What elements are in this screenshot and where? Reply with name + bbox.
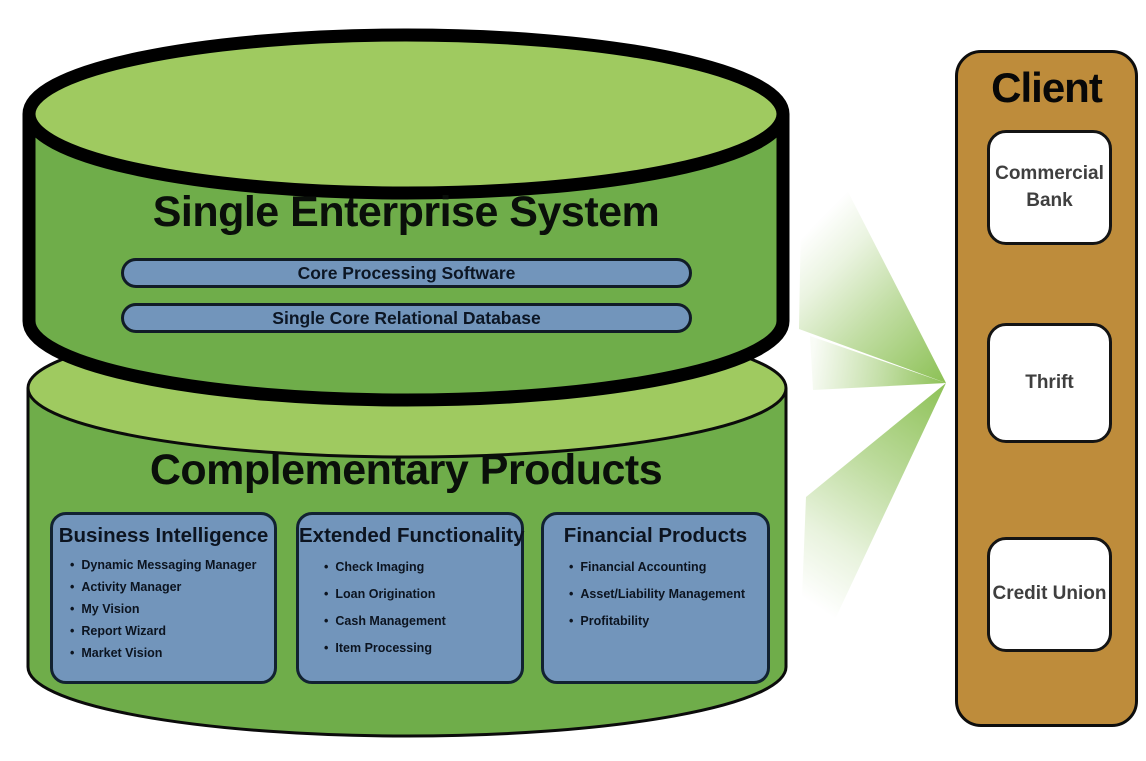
list-item: Profitability [569,614,767,628]
list-item: Financial Accounting [569,560,767,574]
list-item: My Vision [70,602,274,616]
list-item: Item Processing [324,641,521,655]
product-box-title: Financial Products [563,524,748,547]
arrow-blade-bottom [798,383,946,698]
list-item: Dynamic Messaging Manager [70,558,274,572]
product-box-title: Business Intelligence [58,524,269,547]
list-item: Activity Manager [70,580,274,594]
arrow-blade-middle [810,336,946,390]
client-panel: Client Commercial Bank Thrift Credit Uni… [955,50,1138,727]
product-box-list: Financial Accounting Asset/Liability Man… [544,560,767,628]
client-box-label: Thrift [1025,371,1074,393]
product-box-financial-products: Financial Products Financial Accounting … [541,512,770,684]
pill-label: Core Processing Software [297,262,516,283]
list-item: Check Imaging [324,560,521,574]
client-box-thrift: Thrift [987,323,1112,443]
list-item: Cash Management [324,614,521,628]
product-box-title: Extended Functionality [299,524,525,547]
single-core-relational-database-pill: Single Core Relational Database [121,303,692,333]
core-processing-software-pill: Core Processing Software [121,258,692,288]
client-box-credit-union: Credit Union [987,537,1112,652]
product-box-list: Dynamic Messaging Manager Activity Manag… [53,558,274,660]
list-item: Asset/Liability Management [569,587,767,601]
list-item: Market Vision [70,646,274,660]
client-box-label: Credit Union [992,583,1107,605]
pill-label: Single Core Relational Database [272,307,541,328]
complementary-products-title: Complementary Products [149,446,663,494]
client-panel-title: Client [991,64,1103,111]
product-box-extended-functionality: Extended Functionality Check Imaging Loa… [296,512,525,684]
arrow-fan [798,104,946,698]
enterprise-system-title: Single Enterprise System [152,188,660,236]
arrow-blade-top [799,104,946,383]
list-item: Loan Origination [324,587,521,601]
product-box-business-intelligence: Business Intelligence Dynamic Messaging … [50,512,277,684]
client-box-label: Commercial Bank [995,162,1104,211]
product-box-list: Check Imaging Loan Origination Cash Mana… [299,560,521,655]
client-box-commercial-bank: Commercial Bank [987,130,1112,245]
list-item: Report Wizard [70,624,274,638]
